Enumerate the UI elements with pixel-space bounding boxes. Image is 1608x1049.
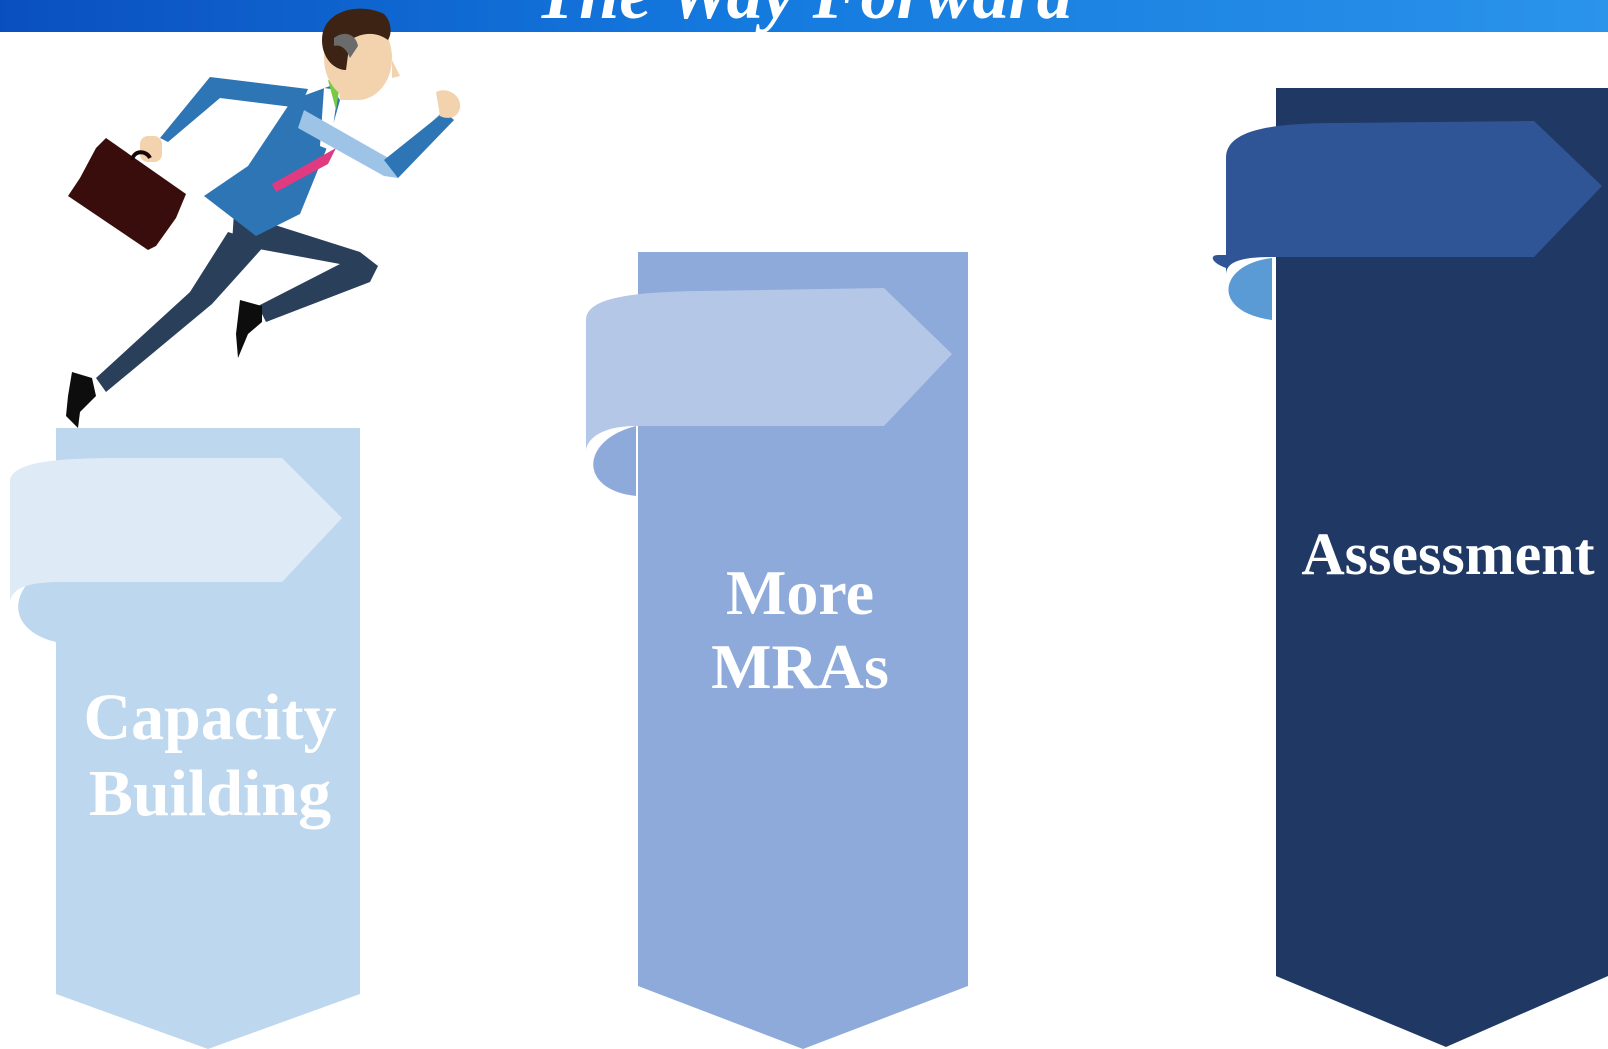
pillar-assessment (1212, 88, 1608, 1047)
pillar-label-line: More (725, 557, 875, 628)
pillar-label-line: Assessment (1301, 521, 1595, 587)
ribbon-banner (1226, 121, 1602, 275)
pillar-label-line: Capacity (83, 681, 337, 754)
ribbon-banner (10, 458, 342, 605)
header-bar: The Way Forward (0, 0, 1608, 32)
pillar-capacity-building (10, 428, 360, 1049)
page-title: The Way Forward (0, 0, 1608, 30)
pillar-label-assessment: Assessment (1278, 520, 1608, 589)
pillar-label-line: MRAs (711, 630, 889, 702)
pillar-label-more-mras: More MRAs (640, 556, 960, 703)
pillar-label-capacity-building: Capacity Building (60, 680, 360, 832)
pillar-label-line: Building (88, 756, 332, 830)
businessman-running-icon (66, 8, 461, 428)
pillar-more-mras (586, 252, 968, 1049)
ribbon-banner (586, 288, 952, 452)
